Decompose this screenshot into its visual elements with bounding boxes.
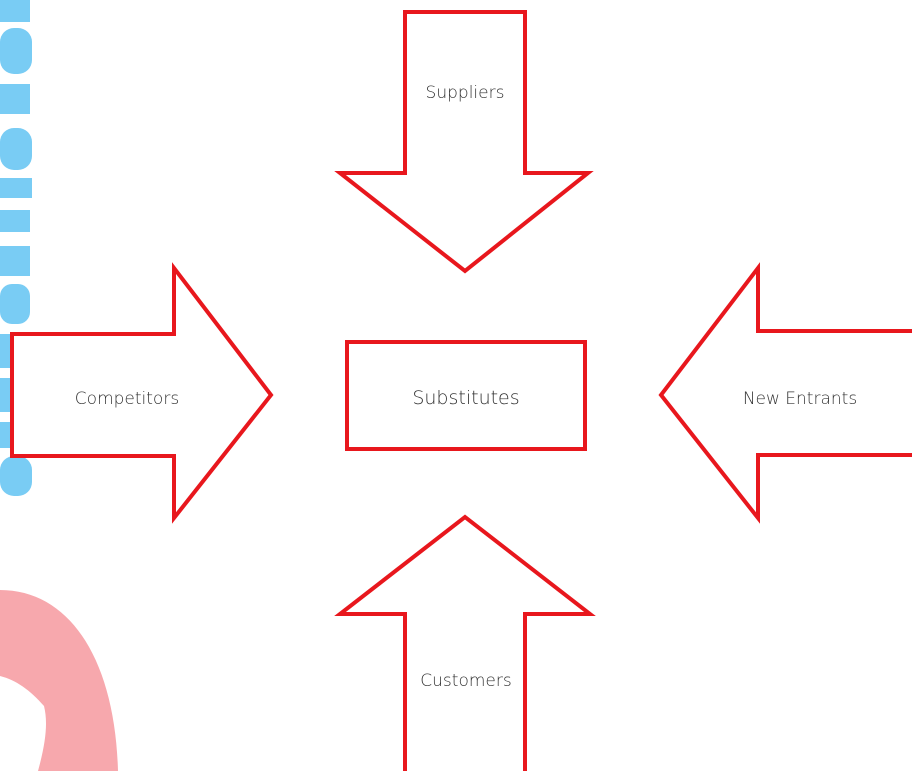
blue-decor-shape bbox=[0, 128, 32, 170]
suppliers-arrow: Suppliers bbox=[334, 10, 594, 274]
blue-decor-shape bbox=[0, 84, 30, 114]
substitutes-box: Substitutes bbox=[345, 340, 587, 451]
new-entrants-label: New Entrants bbox=[743, 389, 857, 409]
blue-decor-shape bbox=[0, 456, 32, 496]
substitutes-label: Substitutes bbox=[412, 387, 519, 409]
new-entrants-arrow: New Entrants bbox=[658, 262, 912, 524]
blue-decor-shape bbox=[0, 178, 32, 198]
competitors-arrow-shape bbox=[10, 262, 274, 524]
competitors-label: Competitors bbox=[75, 389, 179, 409]
blue-decor-shape bbox=[0, 0, 30, 22]
background-decoration bbox=[0, 0, 118, 771]
competitors-arrow: Competitors bbox=[10, 262, 274, 524]
blue-decor-shape bbox=[0, 210, 30, 232]
new-entrants-arrow-shape bbox=[658, 262, 912, 524]
customers-label: Customers bbox=[420, 671, 511, 691]
pink-swoosh bbox=[0, 590, 118, 771]
suppliers-label: Suppliers bbox=[426, 83, 505, 103]
substitutes-box-shape bbox=[345, 340, 587, 451]
blue-decor-shape bbox=[0, 284, 30, 324]
suppliers-arrow-shape bbox=[334, 10, 594, 274]
blue-decor-shape bbox=[0, 246, 30, 276]
customers-arrow: Customers bbox=[334, 514, 596, 771]
customers-arrow-shape bbox=[334, 514, 596, 771]
blue-decor-shape bbox=[0, 28, 32, 74]
